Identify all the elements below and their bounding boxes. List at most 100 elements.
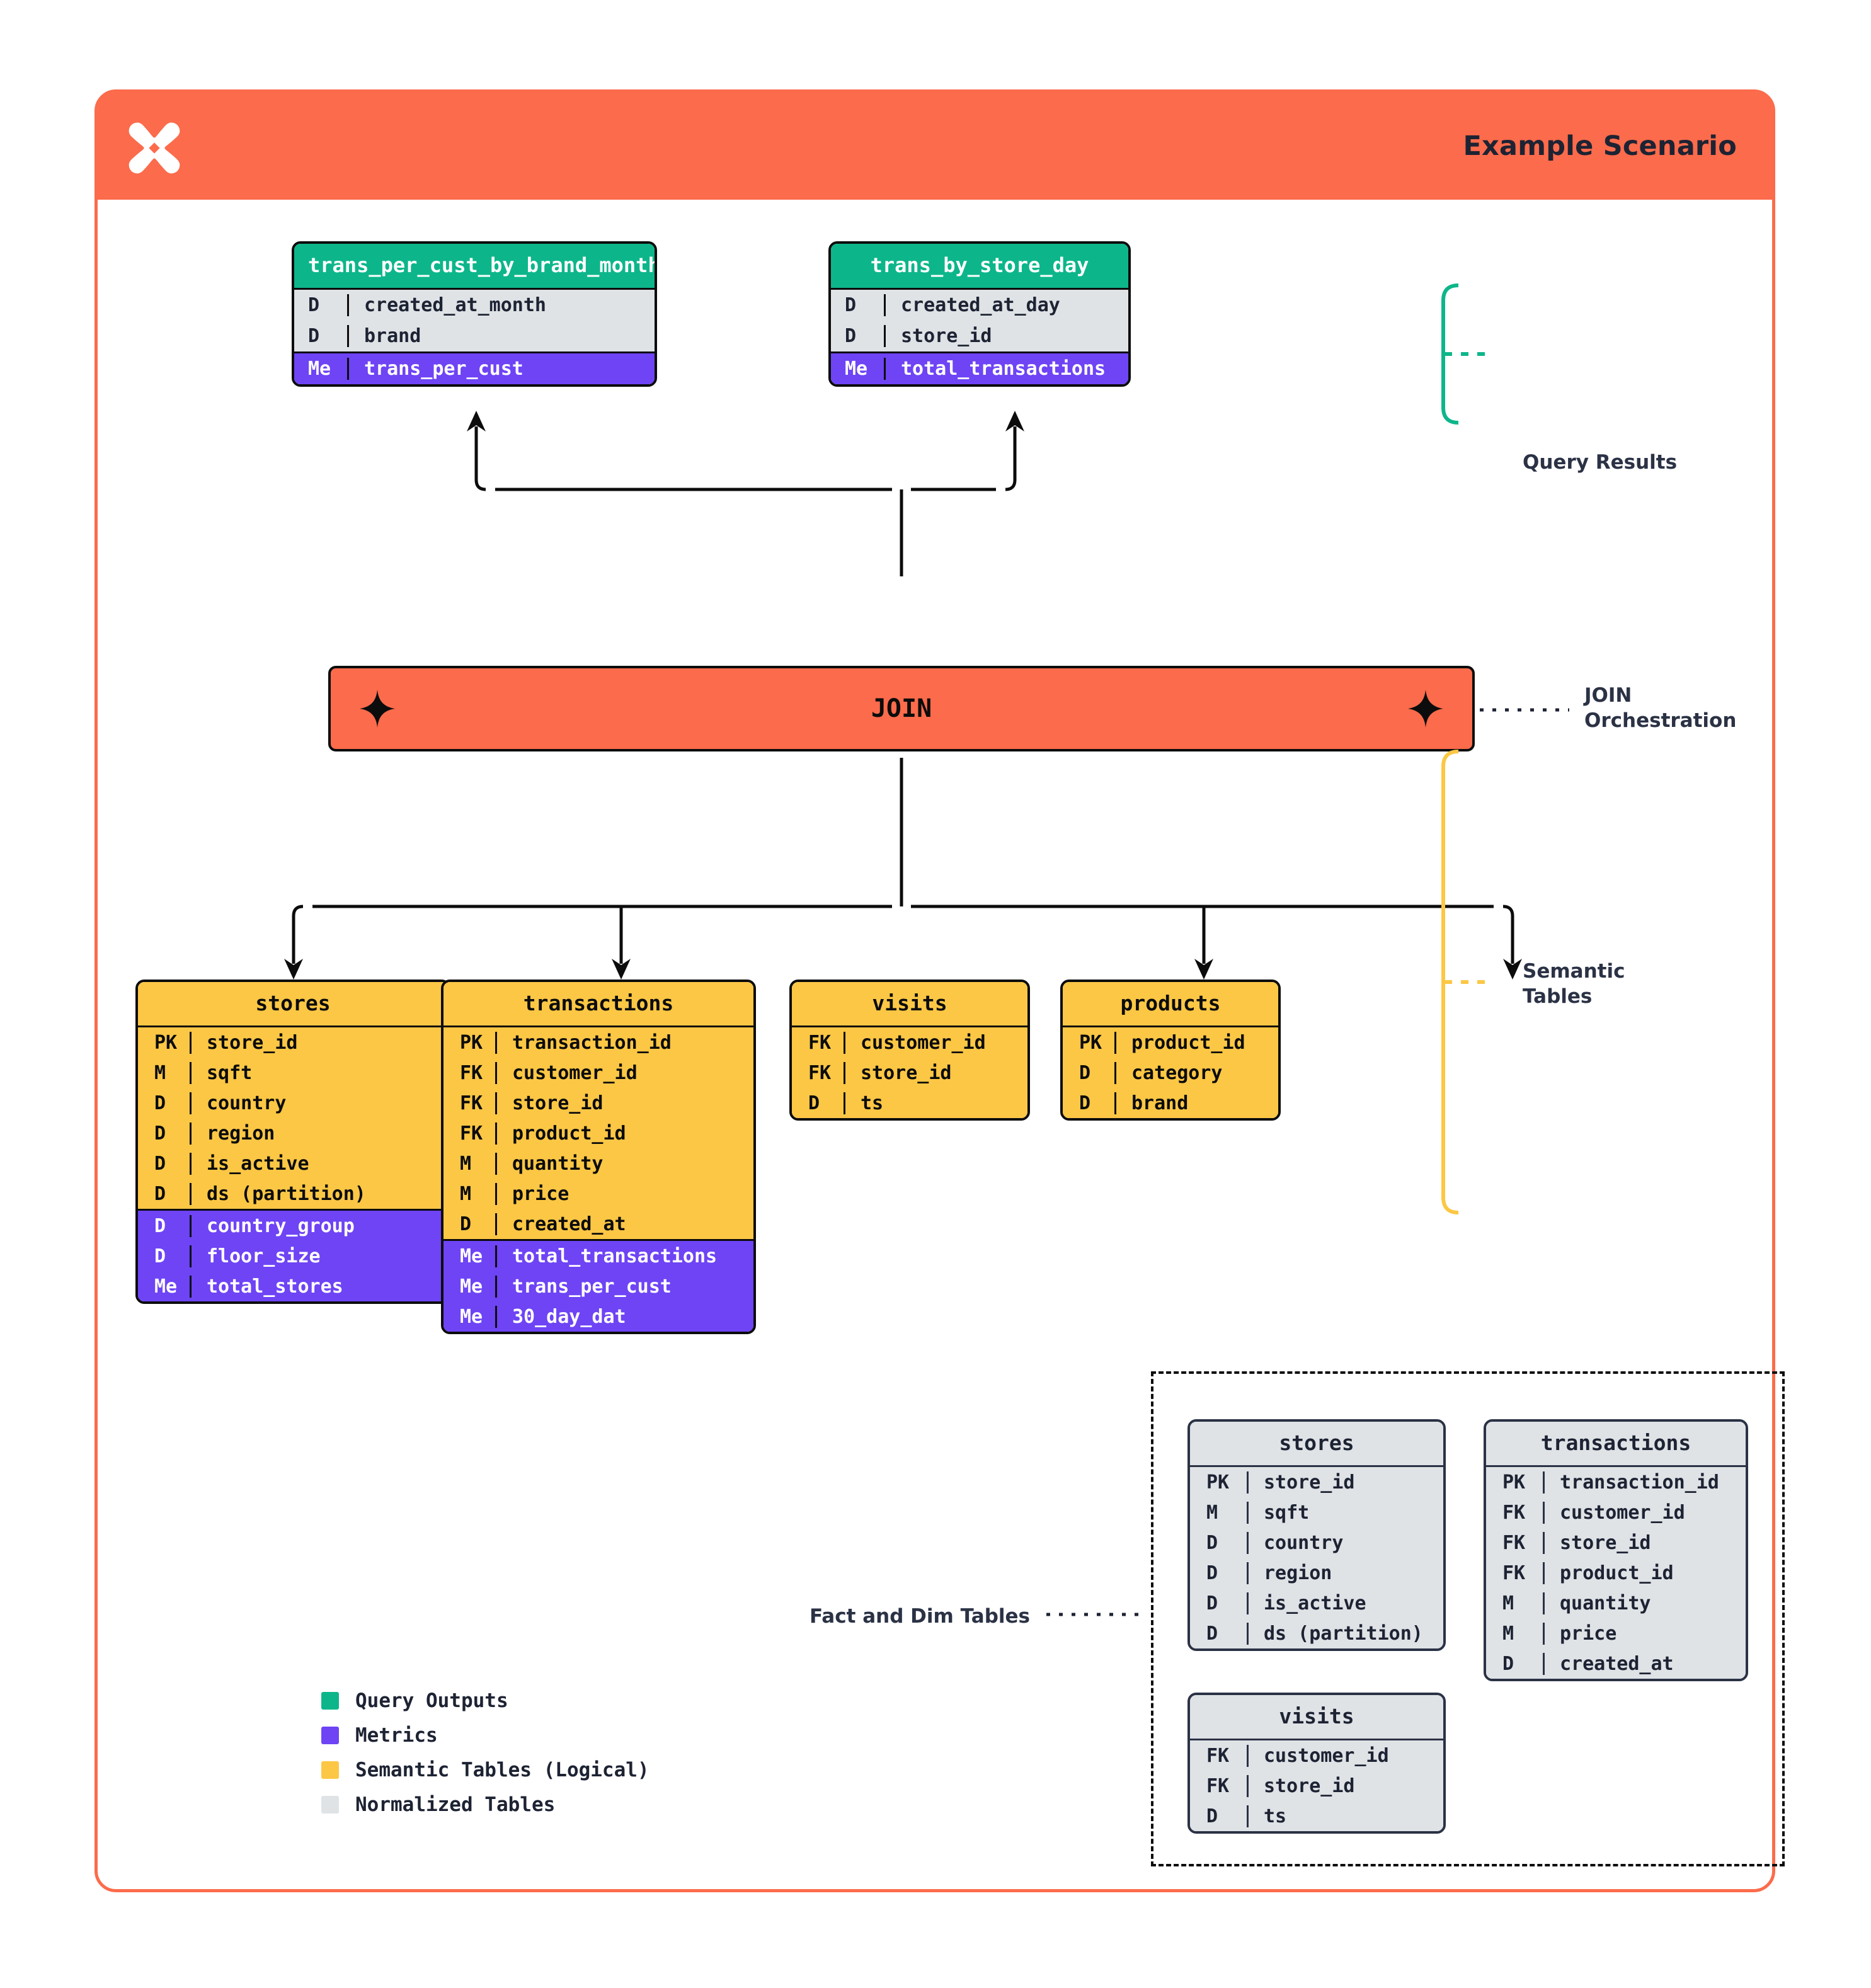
row-kind: FK — [460, 1092, 483, 1114]
row-kind: D — [1206, 1622, 1218, 1645]
row-kind: D — [1206, 1805, 1218, 1827]
row-field: product_id — [495, 1122, 753, 1145]
row-kind: FK — [460, 1122, 483, 1145]
table-title: visits — [792, 982, 1027, 1025]
table-title: transactions — [1486, 1422, 1746, 1465]
fact-dim-annotation-leader — [1046, 1613, 1147, 1616]
row-kind: D — [845, 294, 857, 316]
table-title: products — [1063, 982, 1278, 1025]
metric-section: Me trans_per_cust — [294, 351, 655, 384]
table-title: transactions — [443, 982, 753, 1025]
row-kind: M — [1502, 1622, 1514, 1645]
row-kind: Me — [845, 358, 868, 380]
table-row: D brand — [294, 321, 655, 351]
table-title: stores — [138, 982, 448, 1025]
legend-label: Query Outputs — [355, 1689, 508, 1712]
row-kind: Me — [460, 1275, 483, 1298]
query-result-table-trans-by-store-day[interactable]: trans_by_store_day D created_at_day D st… — [828, 241, 1131, 387]
row-field: store_id — [844, 1061, 1027, 1084]
card-header: Example Scenario — [98, 93, 1772, 200]
row-kind: D — [154, 1182, 166, 1205]
table-row: FK product_id — [443, 1118, 753, 1148]
legend-item-normalized-tables: Normalized Tables — [321, 1787, 649, 1822]
annotation-line-2: Tables — [1523, 985, 1593, 1008]
table-row: D created_at_month — [294, 290, 655, 321]
legend-swatch-query-outputs — [321, 1691, 339, 1710]
row-field: customer_id — [1543, 1501, 1746, 1524]
table-title: stores — [1190, 1422, 1443, 1465]
sparkle-diamond-icon — [1408, 690, 1443, 728]
row-kind: FK — [460, 1061, 483, 1084]
dimension-section: D created_at_month D brand — [294, 288, 655, 351]
row-field: ds (partition) — [190, 1182, 448, 1205]
row-field: created_at_day — [884, 294, 1128, 316]
annotation-line-2: Orchestration — [1584, 709, 1737, 732]
legend-label: Metrics — [355, 1723, 438, 1747]
join-label: JOIN — [871, 694, 932, 723]
row-field: brand — [347, 325, 655, 347]
row-field: transaction_id — [495, 1031, 753, 1054]
row-field: store_id — [884, 325, 1128, 347]
row-field: ts — [1247, 1805, 1443, 1827]
row-kind: Me — [308, 358, 331, 380]
row-kind: PK — [1079, 1031, 1102, 1054]
row-kind: D — [1079, 1061, 1091, 1084]
annotation-query-results: Query Results — [1523, 451, 1678, 474]
legend-item-metrics: Metrics — [321, 1718, 649, 1752]
row-field: brand — [1114, 1092, 1278, 1114]
row-kind: D — [1206, 1531, 1218, 1554]
row-field: customer_id — [844, 1031, 1027, 1054]
query-result-table-trans-per-cust-by-brand-month[interactable]: trans_per_cust_by_brand_month D created_… — [292, 241, 657, 387]
row-kind: Me — [460, 1305, 483, 1328]
fact-and-dim-tables-group — [1151, 1371, 1785, 1866]
table-row: Me total_transactions — [831, 353, 1128, 384]
row-field: category — [1114, 1061, 1278, 1084]
row-field: product_id — [1114, 1031, 1278, 1054]
table-row: D created_at_day — [831, 290, 1128, 321]
row-field: created_at — [495, 1213, 753, 1235]
join-orchestration-bar[interactable]: JOIN — [328, 666, 1475, 751]
table-row: Me trans_per_cust — [294, 353, 655, 384]
legend: Query Outputs Metrics Semantic Tables (L… — [321, 1683, 649, 1822]
row-field: total_transactions — [495, 1245, 753, 1267]
row-field: store_id — [1543, 1531, 1746, 1554]
query-results-bracket — [1441, 283, 1494, 425]
table-title: trans_per_cust_by_brand_month — [294, 244, 655, 288]
row-kind: M — [1206, 1501, 1218, 1524]
